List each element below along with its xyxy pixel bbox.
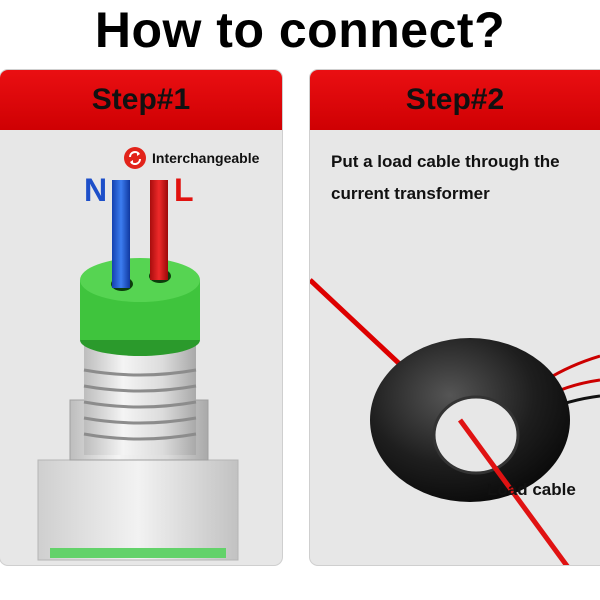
voltmeter-illustration	[37, 180, 239, 561]
load-cable-label: Load cable	[487, 480, 576, 499]
terminal-top	[80, 258, 200, 302]
step-2-instruction: Put a load cable through the current tra…	[331, 146, 591, 210]
neutral-wire	[112, 180, 130, 288]
page-title: How to connect?	[94, 2, 506, 58]
step-2-header: Step#2	[310, 70, 600, 130]
step-2-panel: Step#2	[310, 70, 600, 565]
live-wire-label: L	[174, 172, 194, 208]
ct-hole	[434, 397, 518, 473]
step-1-panel: Step#1	[0, 70, 282, 565]
interchangeable-badge: Interchangeable	[124, 147, 259, 169]
load-cable-front	[457, 418, 570, 565]
current-transformer-illustration	[310, 278, 600, 565]
live-wire	[150, 180, 168, 280]
step-2-label: Step#2	[405, 83, 505, 116]
step-1-header: Step#1	[0, 70, 282, 130]
swap-arrows-icon	[124, 147, 146, 169]
instruction-line-2: current transformer	[331, 184, 490, 203]
step-2-illustration	[310, 130, 600, 565]
interchangeable-text: Interchangeable	[152, 150, 260, 166]
meter-square-base	[37, 459, 239, 561]
neutral-wire-label: N	[84, 172, 108, 208]
instruction-line-1: Put a load cable through the	[331, 152, 560, 171]
meter-display-edge	[50, 548, 226, 558]
step-1-illustration	[0, 130, 282, 565]
step-1-label: Step#1	[91, 83, 191, 116]
thread-lines	[83, 368, 197, 441]
